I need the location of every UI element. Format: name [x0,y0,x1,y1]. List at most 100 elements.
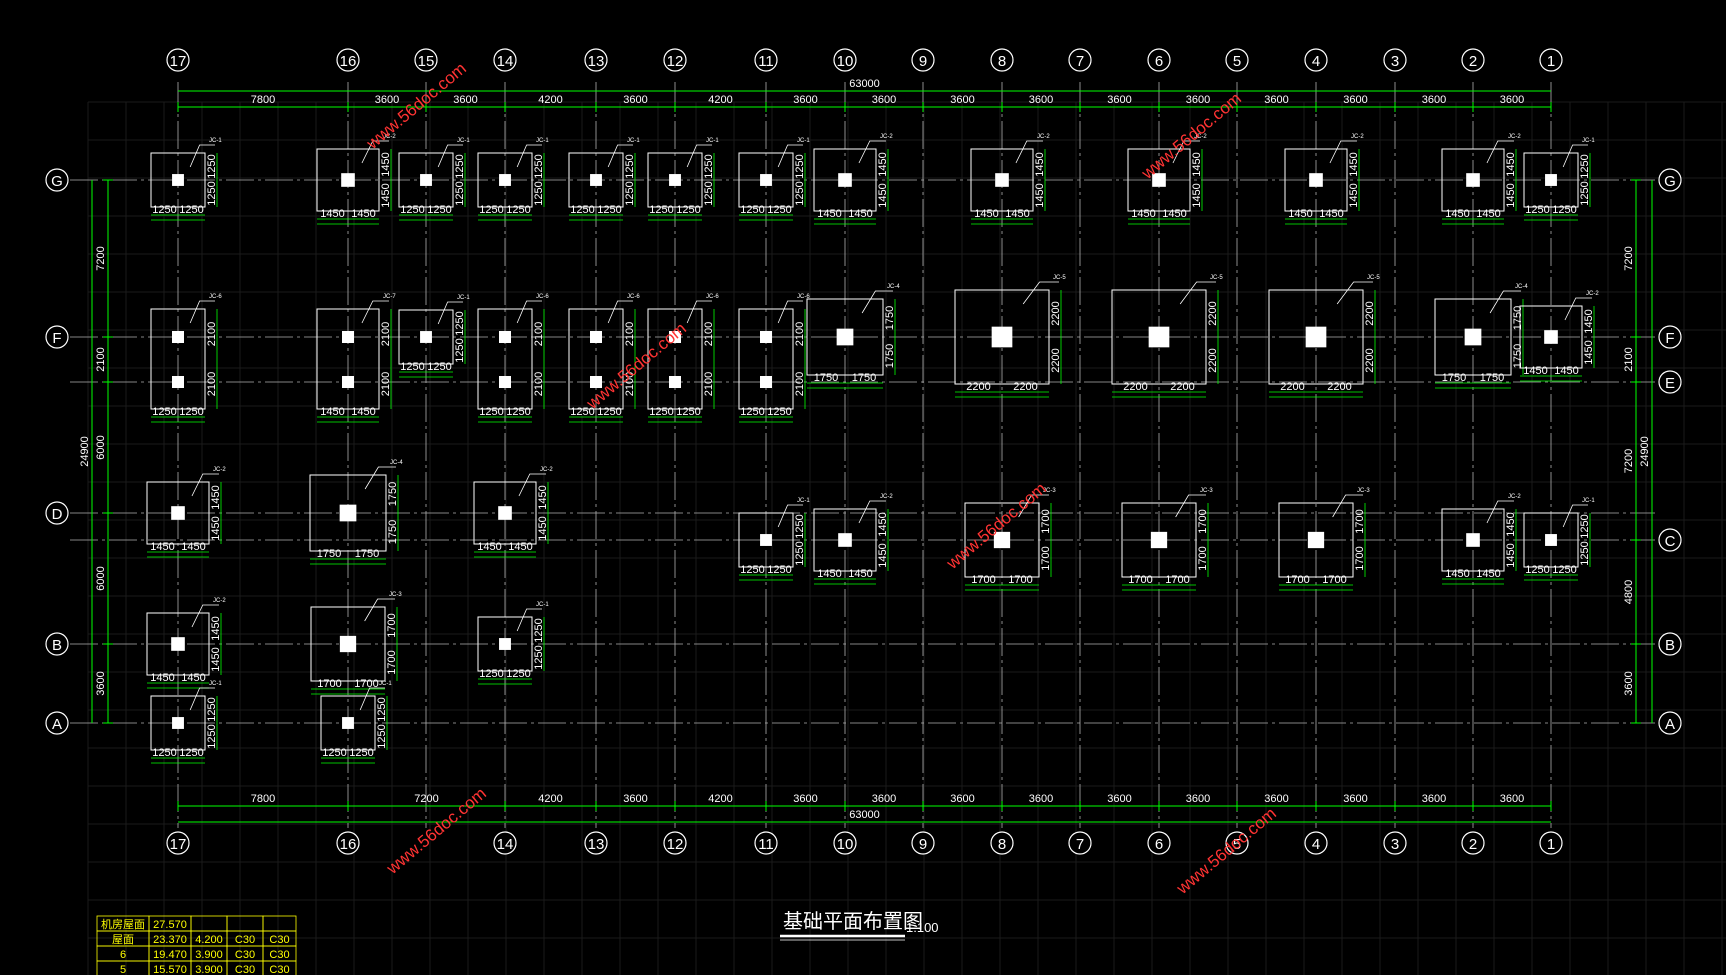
column-pier [1466,173,1480,187]
axis-bubble-bottom-12: 12 [667,836,684,853]
footing-outline [398,309,454,365]
footing-dim-x-left: 1700 [317,678,341,690]
axis-bubble-bottom-13: 13 [588,836,605,853]
column-pier [420,331,432,343]
axis-bubble-bottom-4-circle [1304,831,1328,855]
footing-dim-x-right: 1250 [506,668,530,680]
axis-bubble-left-A: A [52,716,62,733]
footing-outline [1523,512,1579,568]
footing-dim-y-bottom: 1450 [210,647,222,671]
footing-leader [361,140,389,164]
footing-outline [473,481,537,545]
axis-bubble-top-11-circle [754,48,778,72]
footing-leader [1022,281,1059,305]
footing-label: JC-7 [383,294,396,300]
axis-bubble-top-4: 4 [1312,53,1320,70]
footing-leader [361,300,389,324]
footing-dim-x-left: 1250 [740,564,764,576]
footing-leader [189,300,215,324]
footing-dim-x-left: 1250 [1525,204,1549,216]
footing-dim-y-bottom: 1750 [884,344,896,368]
footing-dim-y-top: 2100 [794,322,806,346]
footing-dim-x-left: 1250 [152,406,176,418]
axis-bubble-left-G: G [51,173,63,190]
footing-dim-y-top: 1250 [1579,154,1591,178]
axis-bubble-bottom-10: 10 [837,836,854,853]
column-pier [1307,531,1325,549]
footing-dim-x-right: 1450 [848,568,872,580]
footing-dim-y-bottom: 1250 [1579,541,1591,565]
axis-bubble-top-7: 7 [1076,53,1084,70]
footing-outline [477,308,533,410]
footing-outline [964,502,1040,578]
left-dim-span: 2100 [95,347,107,371]
footing-label: JC-2 [1586,291,1599,297]
footing-dim-x-right: 1700 [1008,574,1032,586]
left-dim-span: 3600 [95,671,107,695]
bottom-dim-span: 3600 [623,793,647,805]
axis-bubble-bottom-3: 3 [1391,836,1399,853]
footing-dim-x-right: 1450 [1554,365,1578,377]
footing-dim-x-right: 1250 [427,361,451,373]
table-cell-text: 23.370 [153,934,187,946]
axis-bubble-bottom-13-circle [584,831,608,855]
footing-dim-x-left: 1450 [477,541,501,553]
column-pier [171,506,185,520]
footing-leader [189,687,215,711]
axis-bubble-top-14: 14 [497,53,514,70]
footing-label: JC-2 [1508,494,1521,500]
top-dim-total: 63000 [849,78,880,90]
footing-label: JC-1 [209,681,222,687]
footing-dim-y-bottom: 2100 [206,372,218,396]
footing-dim-y-top: 1750 [387,482,399,506]
footing-dim-y-top: 1700 [1040,509,1052,533]
axis-bubble-bottom-17-circle [166,831,190,855]
footing-dim-x-left: 1450 [150,541,174,553]
footing-dim-x-left: 1250 [740,204,764,216]
column-pier [1305,326,1327,348]
footing-dim-x-left: 1250 [570,406,594,418]
footing-outline [738,512,794,568]
footing-dim-x-left: 1250 [1525,564,1549,576]
axis-bubble-bottom-2-circle [1461,831,1485,855]
footing-dim-y-top: 1450 [1505,512,1517,536]
footing-dim-y-bottom: 2200 [1207,348,1219,372]
footing-dim-x-right: 1750 [1480,372,1504,384]
footing-label: JC-2 [880,494,893,500]
footing-leader [516,608,542,632]
right-dim-span: 3600 [1623,671,1635,695]
footing-dim-x-left: 1750 [317,548,341,560]
footing-leader [858,140,886,164]
footing-leader [1486,140,1514,164]
footing-dim-x-right: 1700 [354,678,378,690]
table-cell-text: 15.570 [153,964,187,975]
column-pier [1466,533,1480,547]
axis-bubble-left-F-circle [45,325,69,349]
footing-outline [316,308,380,410]
top-dim-span: 3600 [950,94,974,106]
column-pier [420,174,432,186]
left-dim-total: 24900 [79,436,91,467]
column-pier [760,534,772,546]
footing-dim-x-right: 1450 [181,672,205,684]
footing-leader [364,598,395,622]
footing-dim-x-left: 1250 [740,406,764,418]
footing-dim-x-left: 1250 [570,204,594,216]
axis-bubble-top-16-circle [336,48,360,72]
footing-dim-y-bottom: 1450 [1348,183,1360,207]
axis-bubble-bottom-14-circle [493,831,517,855]
footing-label: JC-1 [797,138,810,144]
